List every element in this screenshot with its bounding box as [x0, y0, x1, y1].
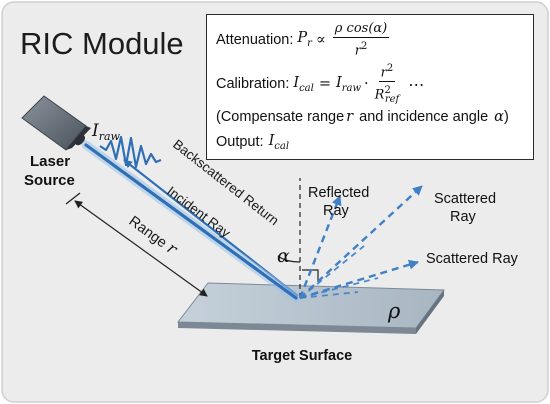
range-dimension-line	[74, 200, 208, 297]
compensate-note-alpha: α	[494, 109, 504, 125]
scattered-ray-1-label-line2: Ray	[450, 209, 477, 225]
scattered-ray-1	[299, 185, 423, 299]
scattered-ray-2	[299, 259, 419, 300]
pulse-waveform-icon	[99, 135, 162, 169]
scattered-ray-5	[299, 291, 359, 299]
calibration-row: Calibration: Ical = Iraw · r2 R2ref ⋯	[216, 61, 424, 107]
range-tick	[65, 192, 81, 205]
reflected-ray-label-line2: Ray	[323, 203, 350, 219]
laser-source-label-line2: Source	[24, 172, 75, 189]
attenuation-row: Attenuation: Pr ∝ ρ cos(α) r2	[216, 21, 392, 58]
compensate-note-row: (Compensate range r and incidence angle …	[216, 109, 509, 125]
compensate-note-prefix: (Compensate range	[216, 109, 345, 125]
calibration-equals: =	[318, 76, 331, 93]
calibration-raw: Iraw	[336, 74, 362, 94]
calibration-dot: ·	[364, 76, 369, 93]
calibration-ellipsis: ⋯	[408, 74, 425, 94]
compensate-note-mid: and incidence angle	[355, 109, 493, 125]
reflected-ray-label-line1: Reflected	[308, 185, 369, 201]
attenuation-label: Attenuation:	[216, 31, 294, 48]
right-angle-marker	[302, 269, 319, 282]
scattered-ray-1-label-line1: Scattered	[434, 191, 496, 207]
attenuation-lhs: Pr	[297, 30, 312, 50]
calibration-lhs: Ical	[293, 74, 314, 94]
calibration-fraction: r2 R2ref	[374, 63, 400, 106]
calibration-label: Calibration:	[216, 76, 290, 93]
scattered-ray-2-label: Scattered Ray	[426, 251, 519, 267]
output-label: Output:	[216, 134, 264, 151]
output-row: Output: Ical	[216, 133, 289, 152]
output-symbol: Ical	[268, 133, 290, 152]
laser-source-label-line1: Laser	[30, 153, 70, 170]
formula-box: Attenuation: Pr ∝ ρ cos(α) r2 Calibratio…	[206, 14, 534, 160]
compensate-note-suffix: )	[503, 109, 509, 125]
iraw-label: Iraw	[91, 121, 121, 143]
compensate-note-r: r	[346, 109, 354, 125]
scattered-rays	[298, 185, 423, 300]
target-surface-label: Target Surface	[252, 348, 352, 364]
laser-device-icon	[21, 95, 91, 151]
alpha-label: α	[277, 245, 290, 267]
reflected-ray	[298, 195, 342, 299]
incidence-angle-arc	[277, 255, 301, 263]
scattered-ray-3	[299, 245, 365, 299]
scattered-ray-4	[299, 277, 379, 299]
rho-label: ρ	[387, 299, 401, 323]
attenuation-relation: ∝	[315, 31, 326, 48]
attenuation-fraction: ρ cos(α) r2	[332, 21, 390, 59]
target-surface	[177, 282, 445, 334]
page-title: RIC Module	[20, 26, 184, 61]
